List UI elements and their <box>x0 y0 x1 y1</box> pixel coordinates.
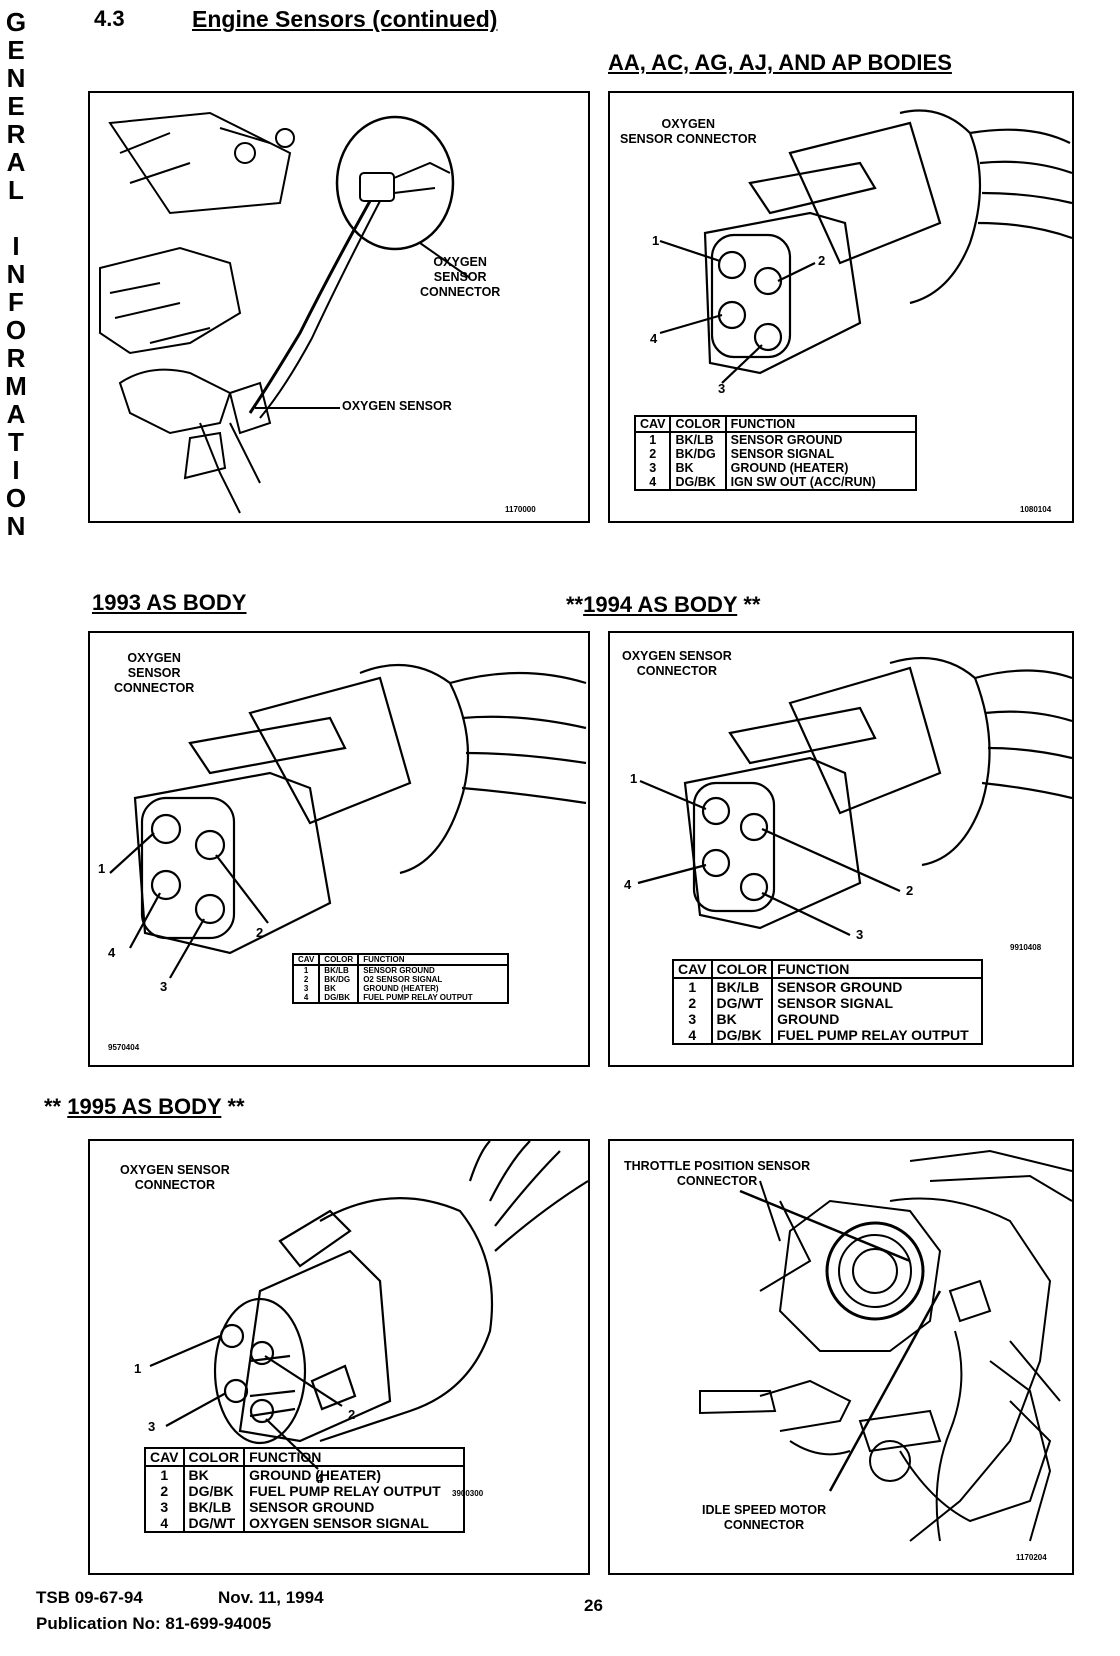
oxygen-sensor-label: OXYGEN SENSOR <box>342 399 452 413</box>
page-title: Engine Sensors (continued) <box>192 6 498 32</box>
side-title-letter: M <box>5 371 27 401</box>
section-heading-1994: **1994 AS BODY ** <box>566 592 761 617</box>
side-title-letter: O <box>5 483 27 513</box>
side-title-letter: I <box>12 231 20 261</box>
side-title-letter: N <box>6 511 26 541</box>
figure-code: 9570404 <box>108 1043 140 1052</box>
figure-code: 1170204 <box>1016 1553 1047 1562</box>
pin-2-callout: 2 <box>818 253 826 268</box>
pin-4-callout: 4 <box>650 331 658 346</box>
throttle-body-illustration <box>699 1149 1072 1542</box>
pin-1-callout: 1 <box>652 233 660 248</box>
pin-1-callout: 1 <box>134 1361 142 1376</box>
connector-illustration <box>149 1141 588 1470</box>
side-title-letter: R <box>6 343 26 373</box>
figure-code: 9910408 <box>1010 943 1042 952</box>
section-heading-aa-bodies: AA, AC, AG, AJ, AND AP BODIES <box>608 50 952 75</box>
side-title-letter: N <box>6 259 26 289</box>
side-title-letter: G <box>5 7 27 37</box>
figure-code: 1080104 <box>1020 505 1052 514</box>
page-number: 26 <box>584 1596 603 1615</box>
side-title-letter: L <box>8 175 24 205</box>
connector-illustration <box>109 663 587 979</box>
connector-illustration <box>659 109 1072 384</box>
section-heading-1993: 1993 AS BODY <box>92 590 247 615</box>
section-number: 4.3 <box>94 6 125 31</box>
pin-1-callout: 1 <box>630 771 638 786</box>
tsb-number: TSB 09-67-94 <box>36 1588 143 1607</box>
side-title-letter: R <box>6 119 26 149</box>
side-title-letter: E <box>7 35 25 65</box>
pin-1-callout: 1 <box>98 861 106 876</box>
side-title-letter <box>4 204 28 232</box>
pin-3-callout: 3 <box>718 381 726 396</box>
side-title-letter: O <box>5 315 27 345</box>
side-title-letter: A <box>6 399 26 429</box>
side-title-letter: I <box>12 455 20 485</box>
pin-4-callout: 4 <box>624 877 632 892</box>
publication-number: Publication No: 81-699-94005 <box>36 1614 272 1633</box>
side-title-letter: F <box>8 287 24 317</box>
section-heading-1995: ** 1995 AS BODY ** <box>44 1094 245 1119</box>
side-title-letter: A <box>6 147 26 177</box>
pin-3-callout: 3 <box>856 927 864 942</box>
figure-code: 1170000 <box>505 505 536 514</box>
connector-illustration <box>637 656 1072 936</box>
pin-2-callout: 2 <box>256 925 264 940</box>
pin-2-callout: 2 <box>348 1407 356 1422</box>
figure-code: 3900300 <box>452 1489 484 1498</box>
publication-date: Nov. 11, 1994 <box>218 1588 324 1607</box>
pin-2-callout: 2 <box>906 883 914 898</box>
pin-3-callout: 3 <box>148 1419 156 1434</box>
engine-illustration <box>99 111 471 514</box>
side-title-letter: E <box>7 91 25 121</box>
pin-3-callout: 3 <box>160 979 168 994</box>
pin-4-callout: 4 <box>108 945 116 960</box>
side-title-letter: T <box>8 427 24 457</box>
side-title-letter: N <box>6 63 26 93</box>
